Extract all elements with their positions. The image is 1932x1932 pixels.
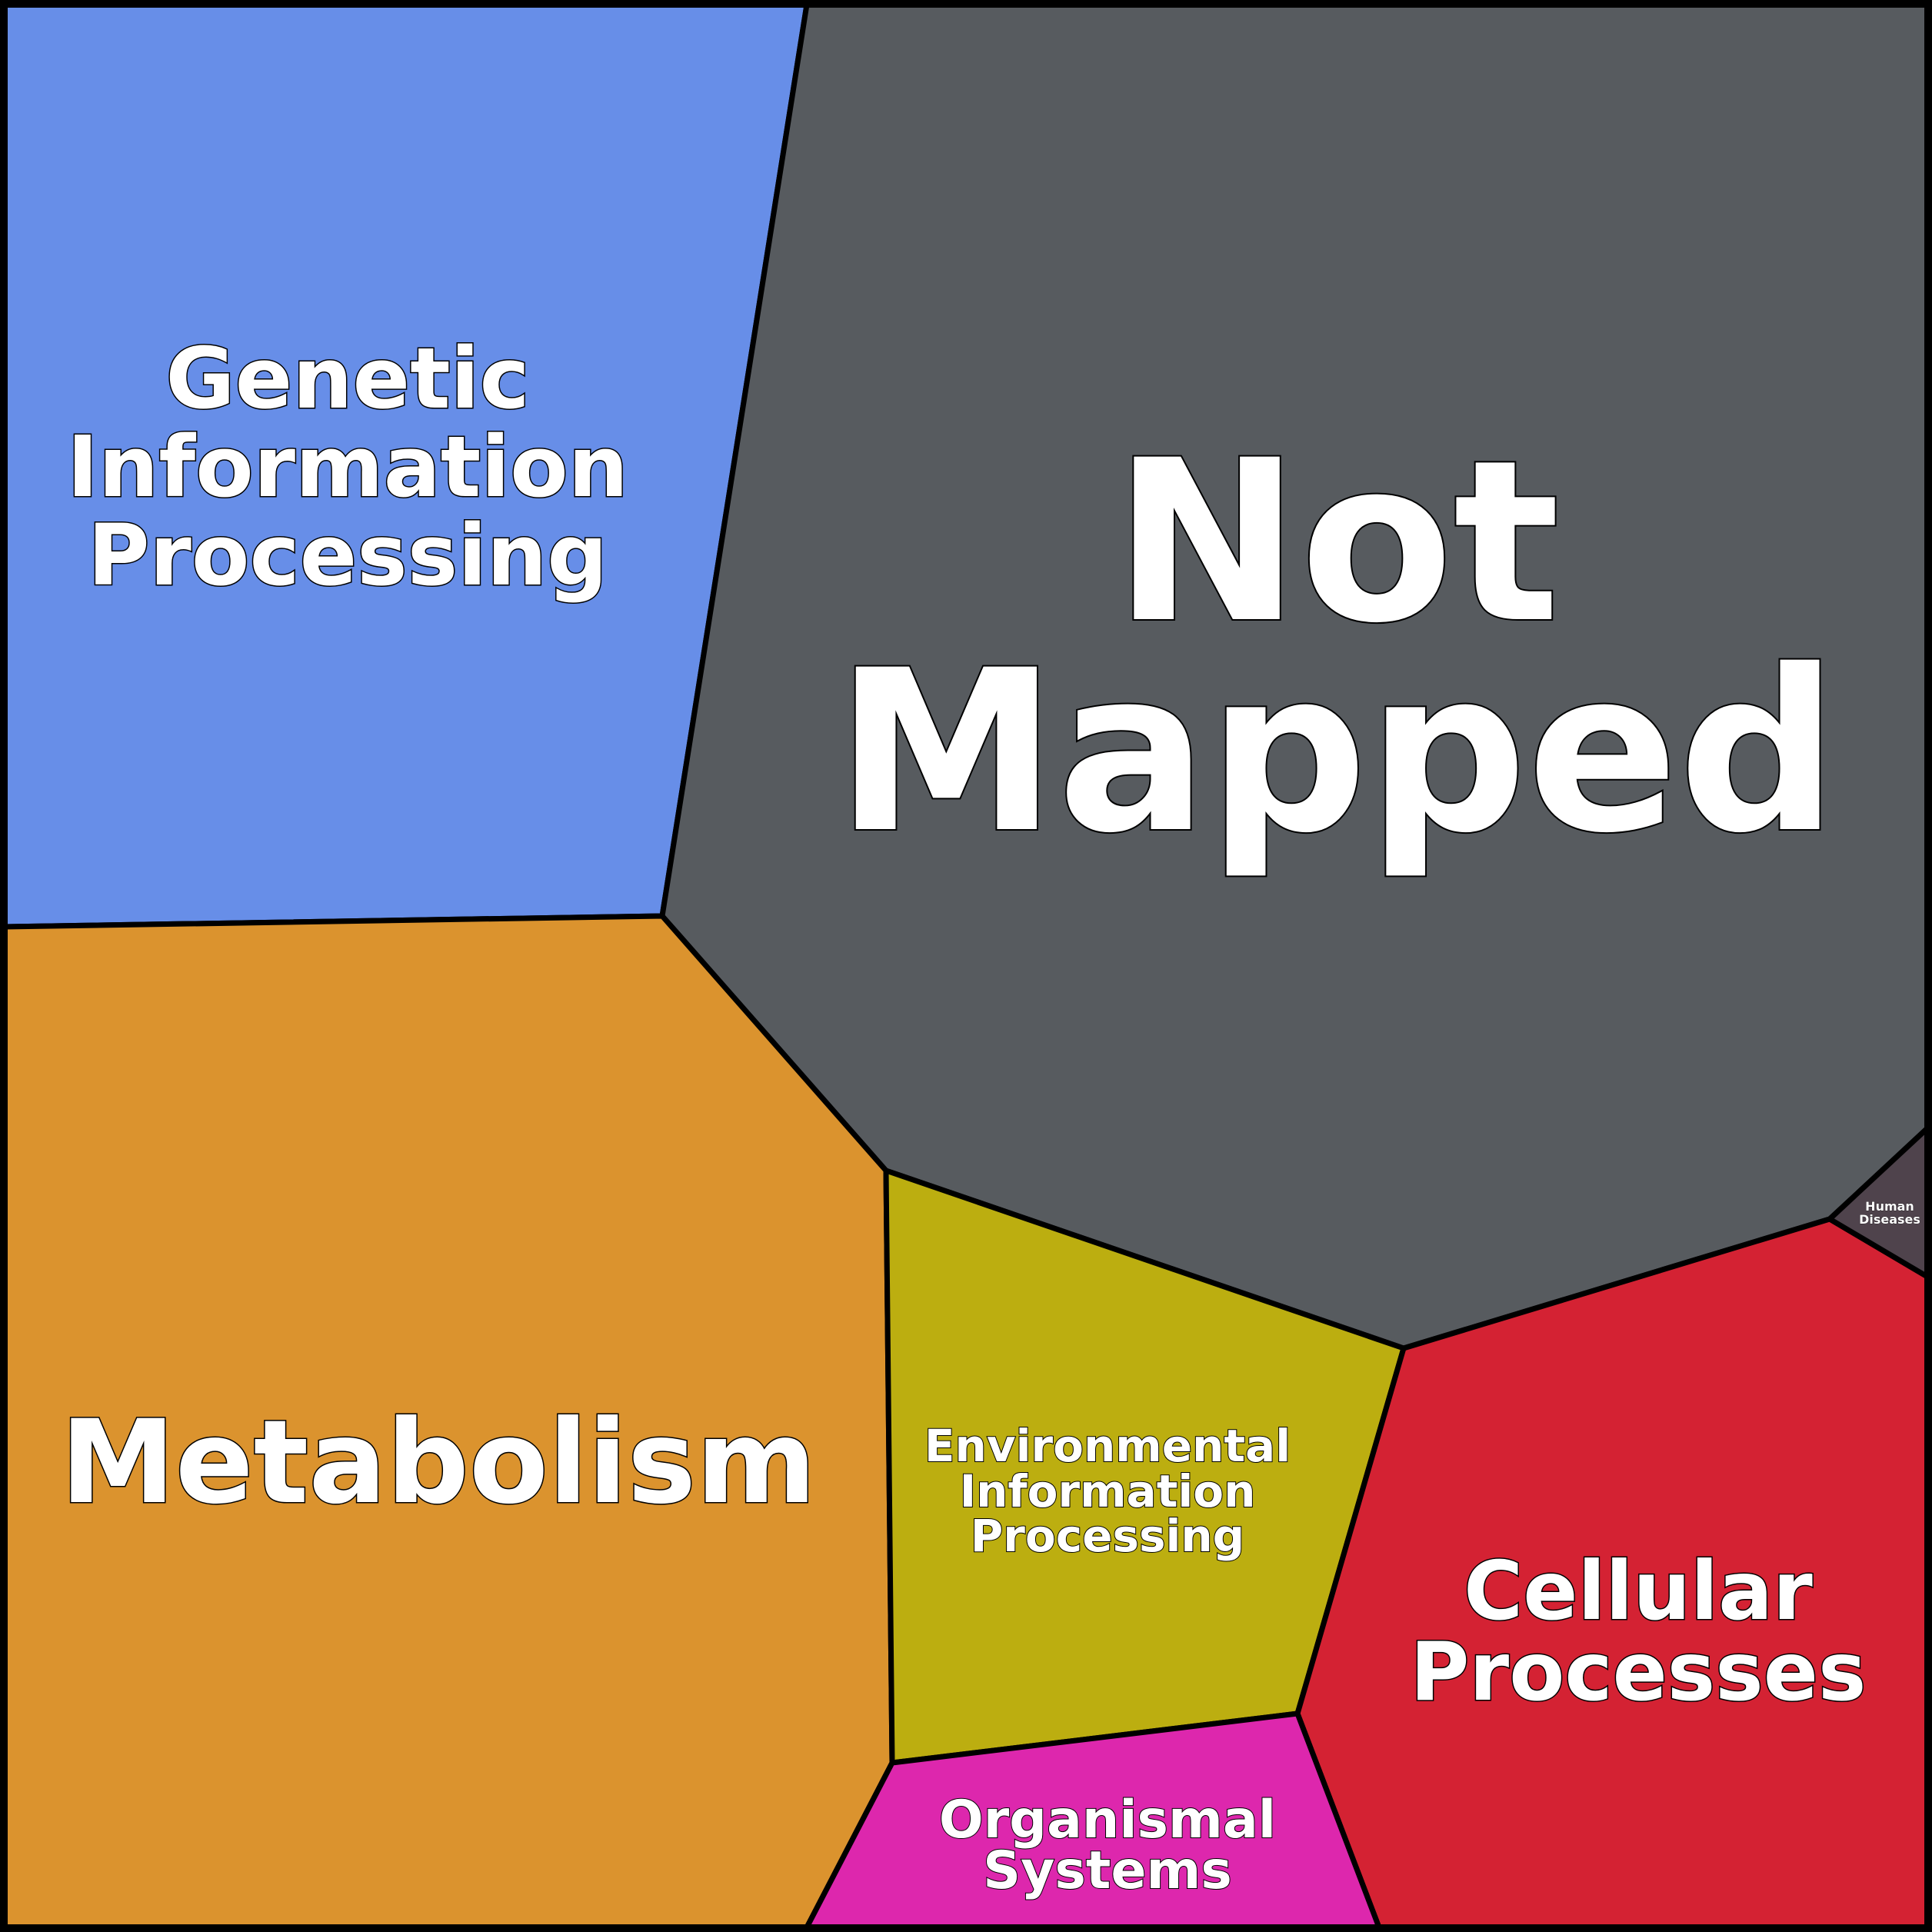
label-line: Human <box>1865 1199 1914 1214</box>
label-line: Information <box>67 418 628 516</box>
label-line: Processing <box>971 1510 1244 1562</box>
label-line: Genetic <box>165 329 529 428</box>
label-metabolism: Metabolism <box>61 1396 817 1530</box>
label-line: Mapped <box>835 623 1838 882</box>
label-line: Metabolism <box>61 1396 817 1530</box>
label-line: Organismal <box>939 1790 1276 1850</box>
label-line: Processes <box>1410 1625 1866 1719</box>
label-line: Cellular <box>1464 1544 1813 1638</box>
label-line: Not <box>1114 413 1561 672</box>
label-line: Diseases <box>1859 1212 1920 1227</box>
label-line: Information <box>960 1465 1256 1517</box>
label-line: Processing <box>88 506 608 605</box>
label-line: Environmental <box>924 1420 1291 1472</box>
label-line: Systems <box>983 1840 1232 1901</box>
